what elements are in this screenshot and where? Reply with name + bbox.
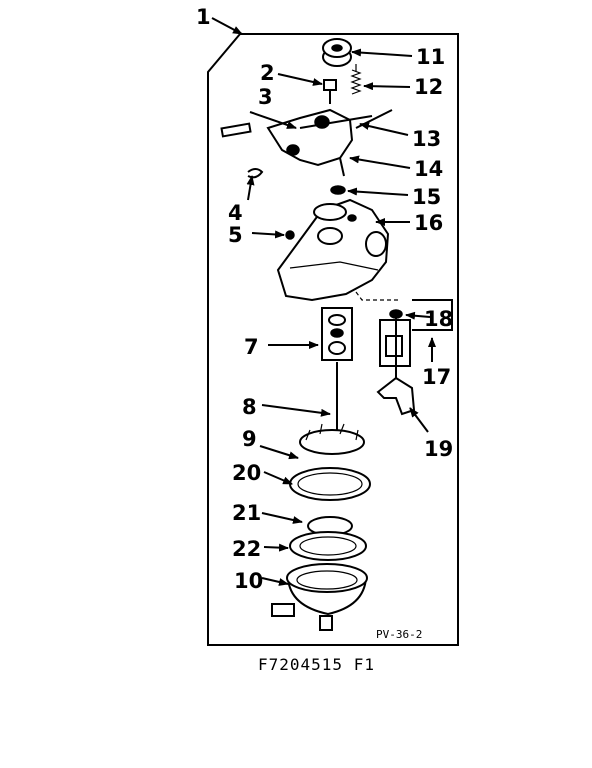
assembly-frame xyxy=(207,33,459,646)
part-4-clip xyxy=(247,168,264,179)
callout-19: 19 xyxy=(424,437,453,461)
part-3-pin xyxy=(220,122,252,138)
part-19-float-lever xyxy=(376,376,416,416)
callout-21: 21 xyxy=(232,501,261,525)
callout-10: 10 xyxy=(234,569,263,593)
part-14-lever-assembly xyxy=(266,108,373,177)
callout-14: 14 xyxy=(414,157,443,181)
part-15-washer xyxy=(330,185,346,195)
part-9-float xyxy=(299,423,365,455)
figure-reference: F7204515 F1 xyxy=(258,655,375,674)
callout-5: 5 xyxy=(228,223,243,247)
part-12-spring xyxy=(350,69,362,95)
callout-8: 8 xyxy=(242,395,257,419)
leader-arrows xyxy=(211,17,453,586)
callout-7: 7 xyxy=(244,335,259,359)
callout-13: 13 xyxy=(412,127,441,151)
part-5-screw xyxy=(285,230,295,240)
part-10-bowl xyxy=(271,563,368,631)
part-16-housing xyxy=(276,198,390,302)
drawing-code: PV-36-2 xyxy=(376,628,422,641)
part-2-screw xyxy=(323,79,337,104)
callout-17: 17 xyxy=(422,365,451,389)
callout-15: 15 xyxy=(412,185,441,209)
callout-18: 18 xyxy=(424,307,453,331)
callout-22: 22 xyxy=(232,537,261,561)
callout-4: 4 xyxy=(228,201,243,225)
callout-1: 1 xyxy=(196,5,211,29)
callout-2: 2 xyxy=(260,61,275,85)
part-7-valve-stack xyxy=(321,307,353,361)
part-22-diaphragm xyxy=(289,531,367,561)
callout-3: 3 xyxy=(258,85,273,109)
part-17-bracket xyxy=(379,309,411,378)
part-11-cap xyxy=(322,38,352,67)
callout-11: 11 xyxy=(416,45,445,69)
callout-12: 12 xyxy=(414,75,443,99)
callout-20: 20 xyxy=(232,461,261,485)
callout-labels: 1 2 3 4 5 7 8 9 10 11 12 13 14 15 16 17 … xyxy=(196,5,453,593)
callout-9: 9 xyxy=(242,427,257,451)
callout-16: 16 xyxy=(414,211,443,235)
